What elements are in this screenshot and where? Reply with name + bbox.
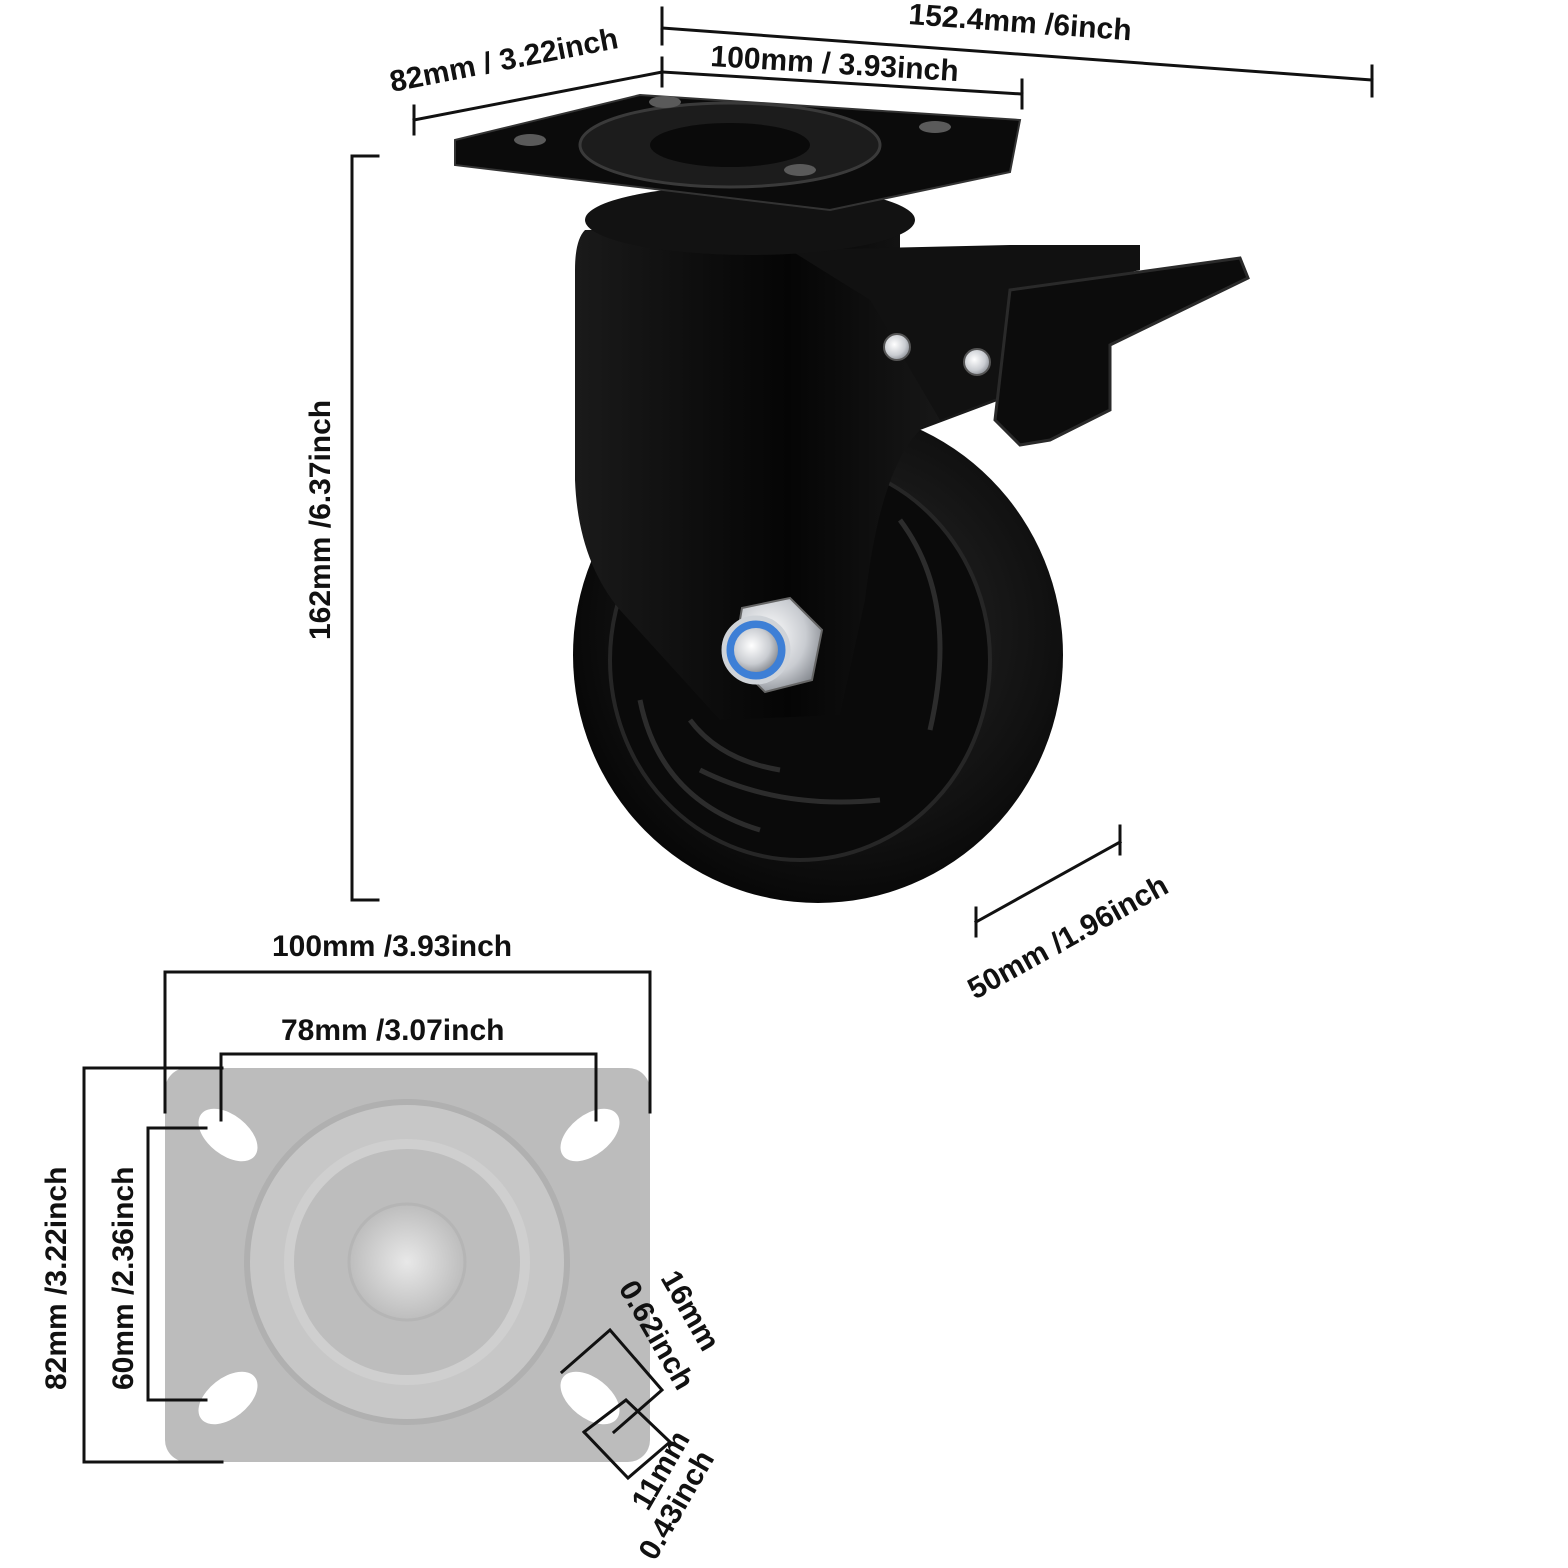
top-plate-center <box>650 123 810 167</box>
wheel-rib-pattern <box>637 518 943 833</box>
hole-spacing-width-label: 78mm /3.07inch <box>281 1014 504 1047</box>
wheel-width-label: 50mm /1.96inch <box>962 869 1173 1006</box>
offset-length-label: 152.4mm /6inch <box>907 0 1132 47</box>
plate-hole <box>784 164 816 176</box>
rivet-right <box>963 348 991 376</box>
plate-hole <box>514 134 546 146</box>
brake-pedal <box>993 256 1250 447</box>
plate-hub <box>347 1202 467 1322</box>
plate-hole <box>649 96 681 108</box>
caster-wheel-illustration <box>454 93 1250 903</box>
plate-hole <box>919 121 951 133</box>
outer-depth-label: 82mm /3.22inch <box>40 1167 73 1390</box>
plate-slot-hole <box>560 1108 620 1162</box>
axle-bolt-head <box>734 628 778 672</box>
total-height-label: 162mm /6.37inch <box>304 400 337 640</box>
hole-spacing-depth-label: 60mm /2.36inch <box>107 1167 140 1390</box>
outer-width-label: 100mm /3.93inch <box>272 930 512 963</box>
mounting-plate-illustration <box>165 1068 650 1462</box>
plate-slot-hole <box>198 1108 258 1162</box>
plate-slot-hole <box>198 1371 258 1425</box>
caster-dimension-lines <box>350 6 1374 938</box>
plate-dimension-lines <box>82 970 673 1481</box>
plate-slot-hole <box>560 1371 620 1425</box>
rivet-left <box>883 333 911 361</box>
